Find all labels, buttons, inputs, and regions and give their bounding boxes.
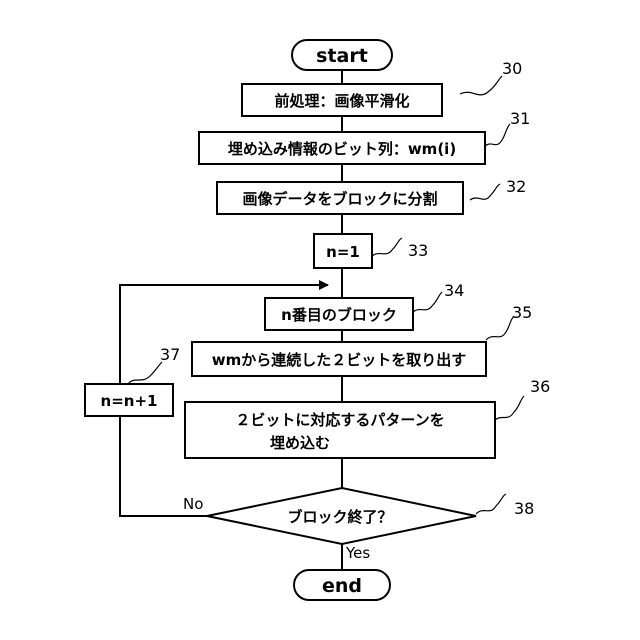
start-label: start xyxy=(316,45,368,67)
decision-38-label: ブロック終了？ xyxy=(287,508,392,526)
leader-38 xyxy=(476,494,506,514)
step-36-embed-pattern: ２ビットに対応するパターンを 埋め込む xyxy=(185,402,495,458)
edge-label-no: No xyxy=(183,495,203,513)
leader-37 xyxy=(128,362,162,384)
leader-31 xyxy=(485,124,510,146)
ref-number-30: 30 xyxy=(502,59,522,78)
step-35-label: wmから連続した２ビットを取り出す xyxy=(212,351,467,369)
step-32-label: 画像データをブロックに分割 xyxy=(242,190,437,208)
step-35-extract-bits: wmから連続した２ビットを取り出す xyxy=(192,342,486,376)
ref-number-33: 33 xyxy=(408,241,428,260)
end-label: end xyxy=(322,575,362,597)
step-30-preprocess: 前処理：画像平滑化 xyxy=(242,84,442,116)
decision-38-blocks-done: ブロック終了？ xyxy=(207,488,476,544)
ref-number-36: 36 xyxy=(530,377,550,396)
leader-36 xyxy=(495,396,524,420)
leader-35 xyxy=(486,316,514,340)
ref-number-32: 32 xyxy=(506,177,526,196)
step-34-label: n番目のブロック xyxy=(281,306,397,324)
step-32-split-blocks: 画像データをブロックに分割 xyxy=(217,182,463,214)
step-36-label-line1: ２ビットに対応するパターンを xyxy=(235,411,444,429)
edge-label-yes: Yes xyxy=(345,544,370,562)
ref-number-34: 34 xyxy=(444,281,464,300)
ref-number-38: 38 xyxy=(514,499,534,518)
step-31-label: 埋め込み情報のビット列：wm(i) xyxy=(228,140,456,158)
leader-32 xyxy=(470,184,500,200)
step-30-label: 前処理：画像平滑化 xyxy=(274,92,409,110)
ref-number-31: 31 xyxy=(510,109,530,128)
ref-number-35: 35 xyxy=(512,303,532,322)
step-33-init-n: n=1 xyxy=(314,234,372,268)
leader-34 xyxy=(413,292,442,312)
ref-number-37: 37 xyxy=(160,345,180,364)
step-31-bitstring: 埋め込み情報のビット列：wm(i) xyxy=(199,132,485,164)
leader-33 xyxy=(372,238,402,256)
step-33-label: n=1 xyxy=(326,243,360,261)
step-37-increment-n: n=n+1 xyxy=(85,384,173,416)
end-terminal: end xyxy=(294,570,390,600)
leader-30 xyxy=(460,76,502,95)
step-37-label: n=n+1 xyxy=(101,392,158,410)
step-34-nth-block: n番目のブロック xyxy=(265,298,413,330)
step-36-label-line2: 埋め込む xyxy=(270,434,330,452)
start-terminal: start xyxy=(292,40,392,70)
